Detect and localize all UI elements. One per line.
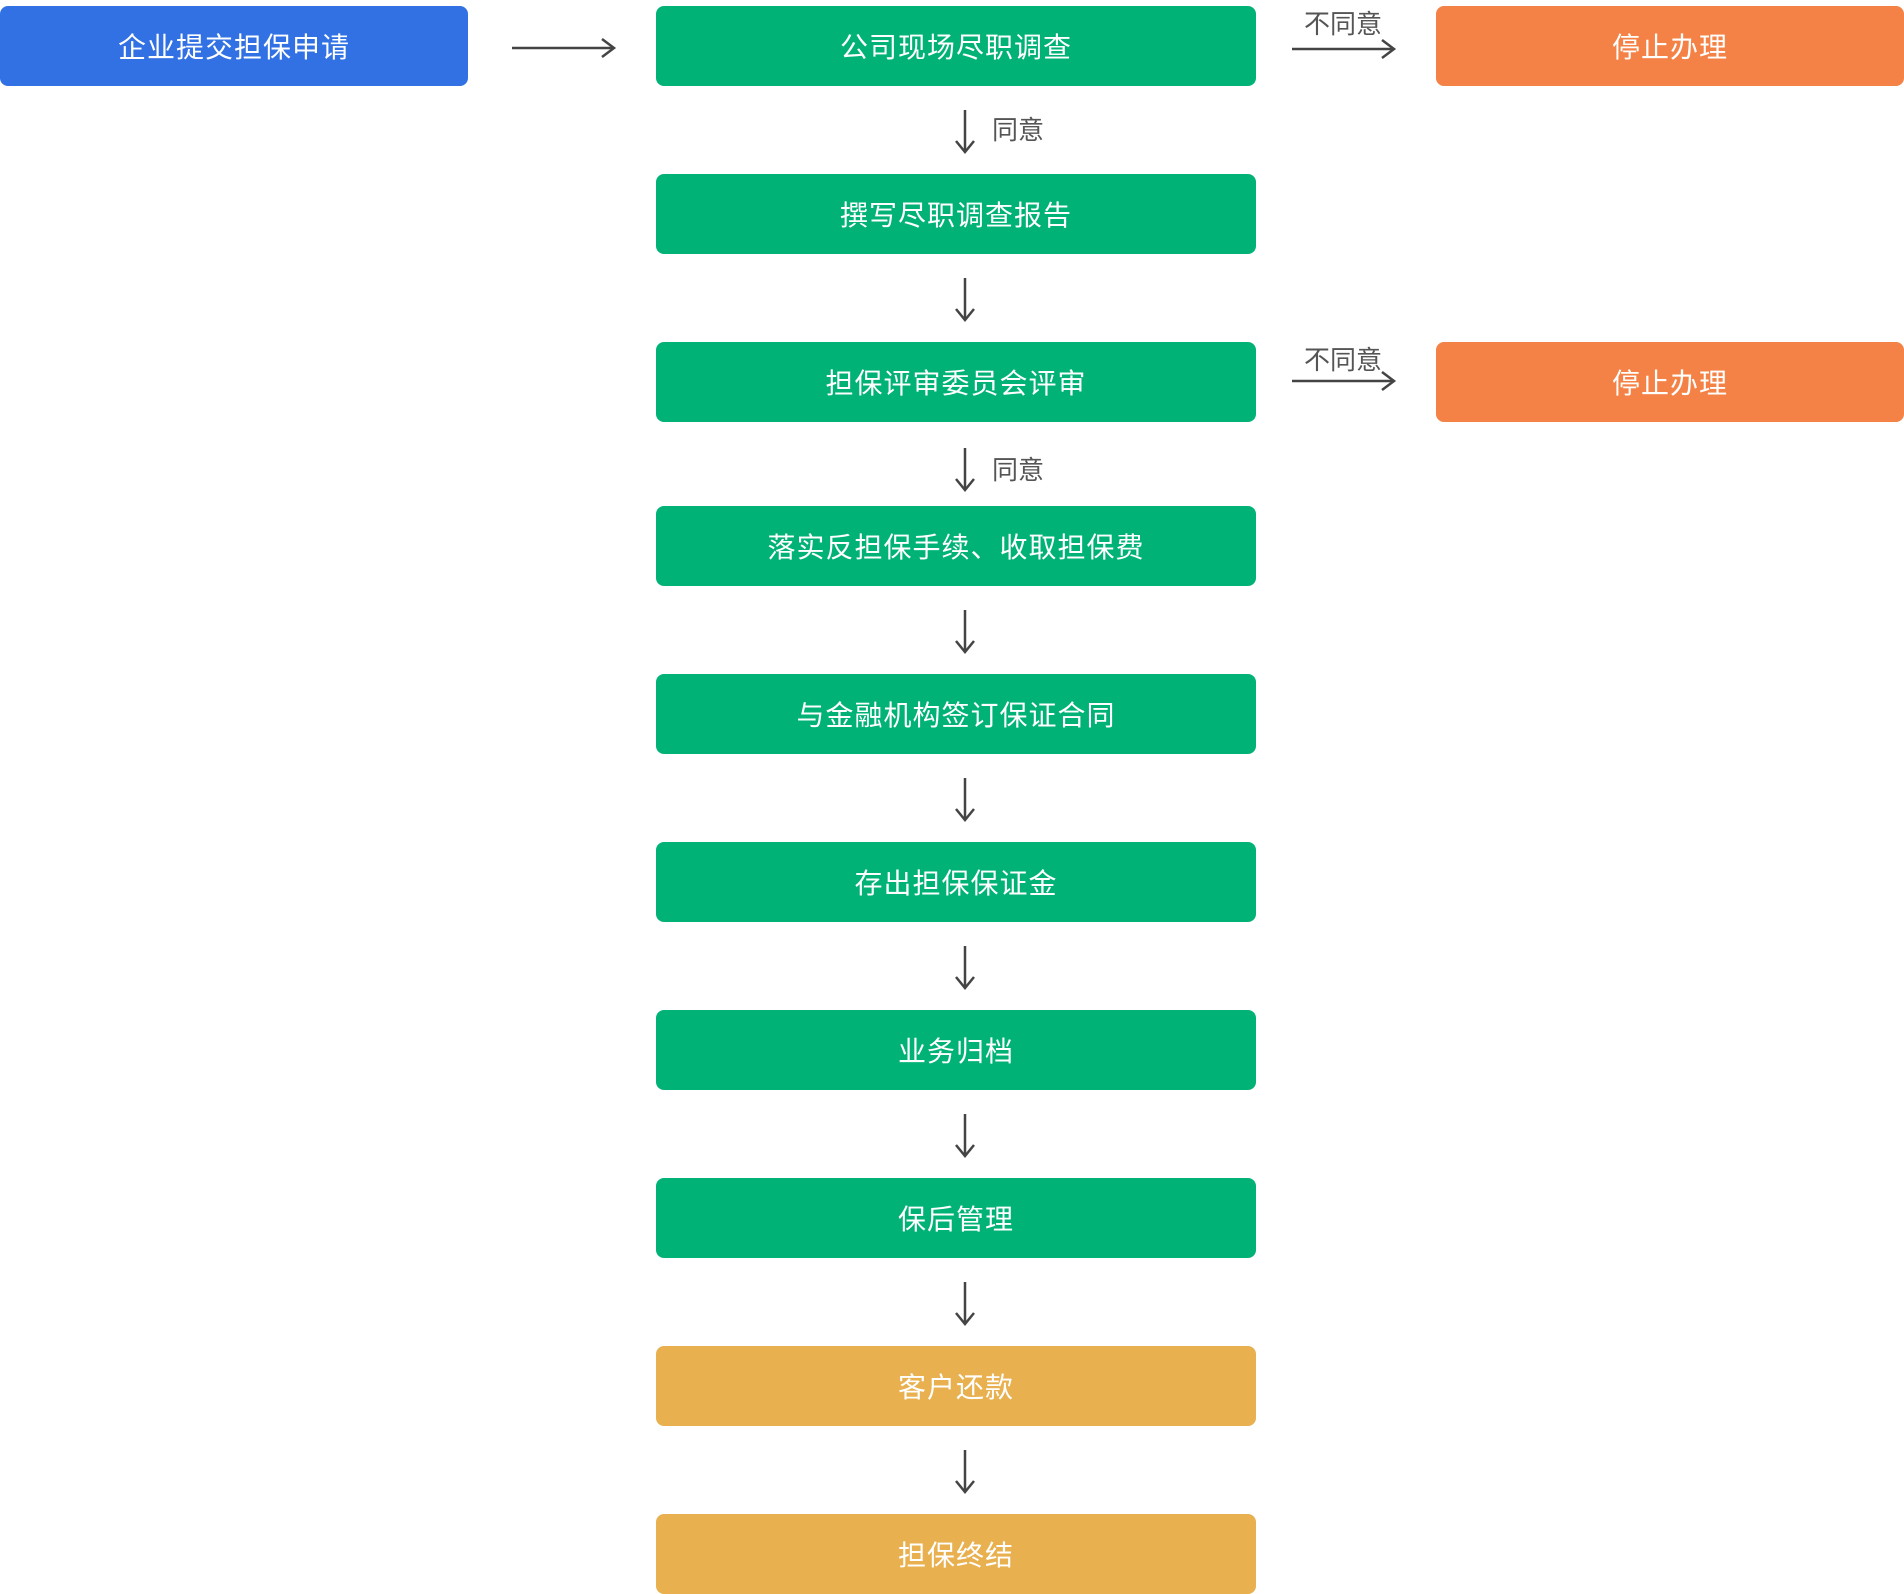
arrow-disagree-1 xyxy=(1290,37,1398,61)
arrow-step8-to-step9 xyxy=(952,1280,978,1328)
arrow-start-to-step1 xyxy=(510,36,618,60)
step-write-report: 撰写尽职调查报告 xyxy=(656,174,1256,254)
step-label: 撰写尽职调查报告 xyxy=(839,199,1072,232)
stop-node-label: 停止办理 xyxy=(1611,367,1728,400)
agree-label-2: 同意 xyxy=(992,456,1045,486)
start-node: 企业提交担保申请 xyxy=(0,6,468,86)
arrow-step3-to-step4 xyxy=(952,446,978,494)
step-customer-repayment: 客户还款 xyxy=(656,1346,1256,1426)
arrow-disagree-2 xyxy=(1290,369,1398,393)
stop-node-label: 停止办理 xyxy=(1611,31,1728,64)
step-label: 公司现场尽职调查 xyxy=(839,31,1072,64)
step-label: 保后管理 xyxy=(897,1203,1014,1236)
step-label: 存出担保保证金 xyxy=(854,867,1058,900)
step-counter-guarantee-fees: 落实反担保手续、收取担保费 xyxy=(656,506,1256,586)
step-post-guarantee-management: 保后管理 xyxy=(656,1178,1256,1258)
arrow-step7-to-step8 xyxy=(952,1112,978,1160)
stop-node-2: 停止办理 xyxy=(1436,342,1904,422)
start-node-label: 企业提交担保申请 xyxy=(117,31,350,64)
step-label: 与金融机构签订保证合同 xyxy=(796,699,1116,732)
step-sign-contract: 与金融机构签订保证合同 xyxy=(656,674,1256,754)
arrow-step6-to-step7 xyxy=(952,944,978,992)
arrow-step2-to-step3 xyxy=(952,276,978,324)
arrow-step4-to-step5 xyxy=(952,608,978,656)
step-archive: 业务归档 xyxy=(656,1010,1256,1090)
step-label: 客户还款 xyxy=(897,1371,1014,1404)
agree-label-1: 同意 xyxy=(992,116,1045,146)
step-label: 担保评审委员会评审 xyxy=(825,367,1087,400)
disagree-label-2: 不同意 xyxy=(1304,346,1383,376)
stop-node-1: 停止办理 xyxy=(1436,6,1904,86)
step-site-due-diligence: 公司现场尽职调查 xyxy=(656,6,1256,86)
arrow-step9-to-step10 xyxy=(952,1448,978,1496)
arrow-step1-to-step2 xyxy=(952,108,978,156)
step-committee-review: 担保评审委员会评审 xyxy=(656,342,1256,422)
step-label: 担保终结 xyxy=(897,1539,1014,1572)
step-guarantee-termination: 担保终结 xyxy=(656,1514,1256,1594)
step-label: 落实反担保手续、收取担保费 xyxy=(767,531,1145,564)
step-label: 业务归档 xyxy=(897,1035,1014,1068)
step-deposit-margin: 存出担保保证金 xyxy=(656,842,1256,922)
disagree-label-1: 不同意 xyxy=(1304,10,1383,40)
arrow-step5-to-step6 xyxy=(952,776,978,824)
